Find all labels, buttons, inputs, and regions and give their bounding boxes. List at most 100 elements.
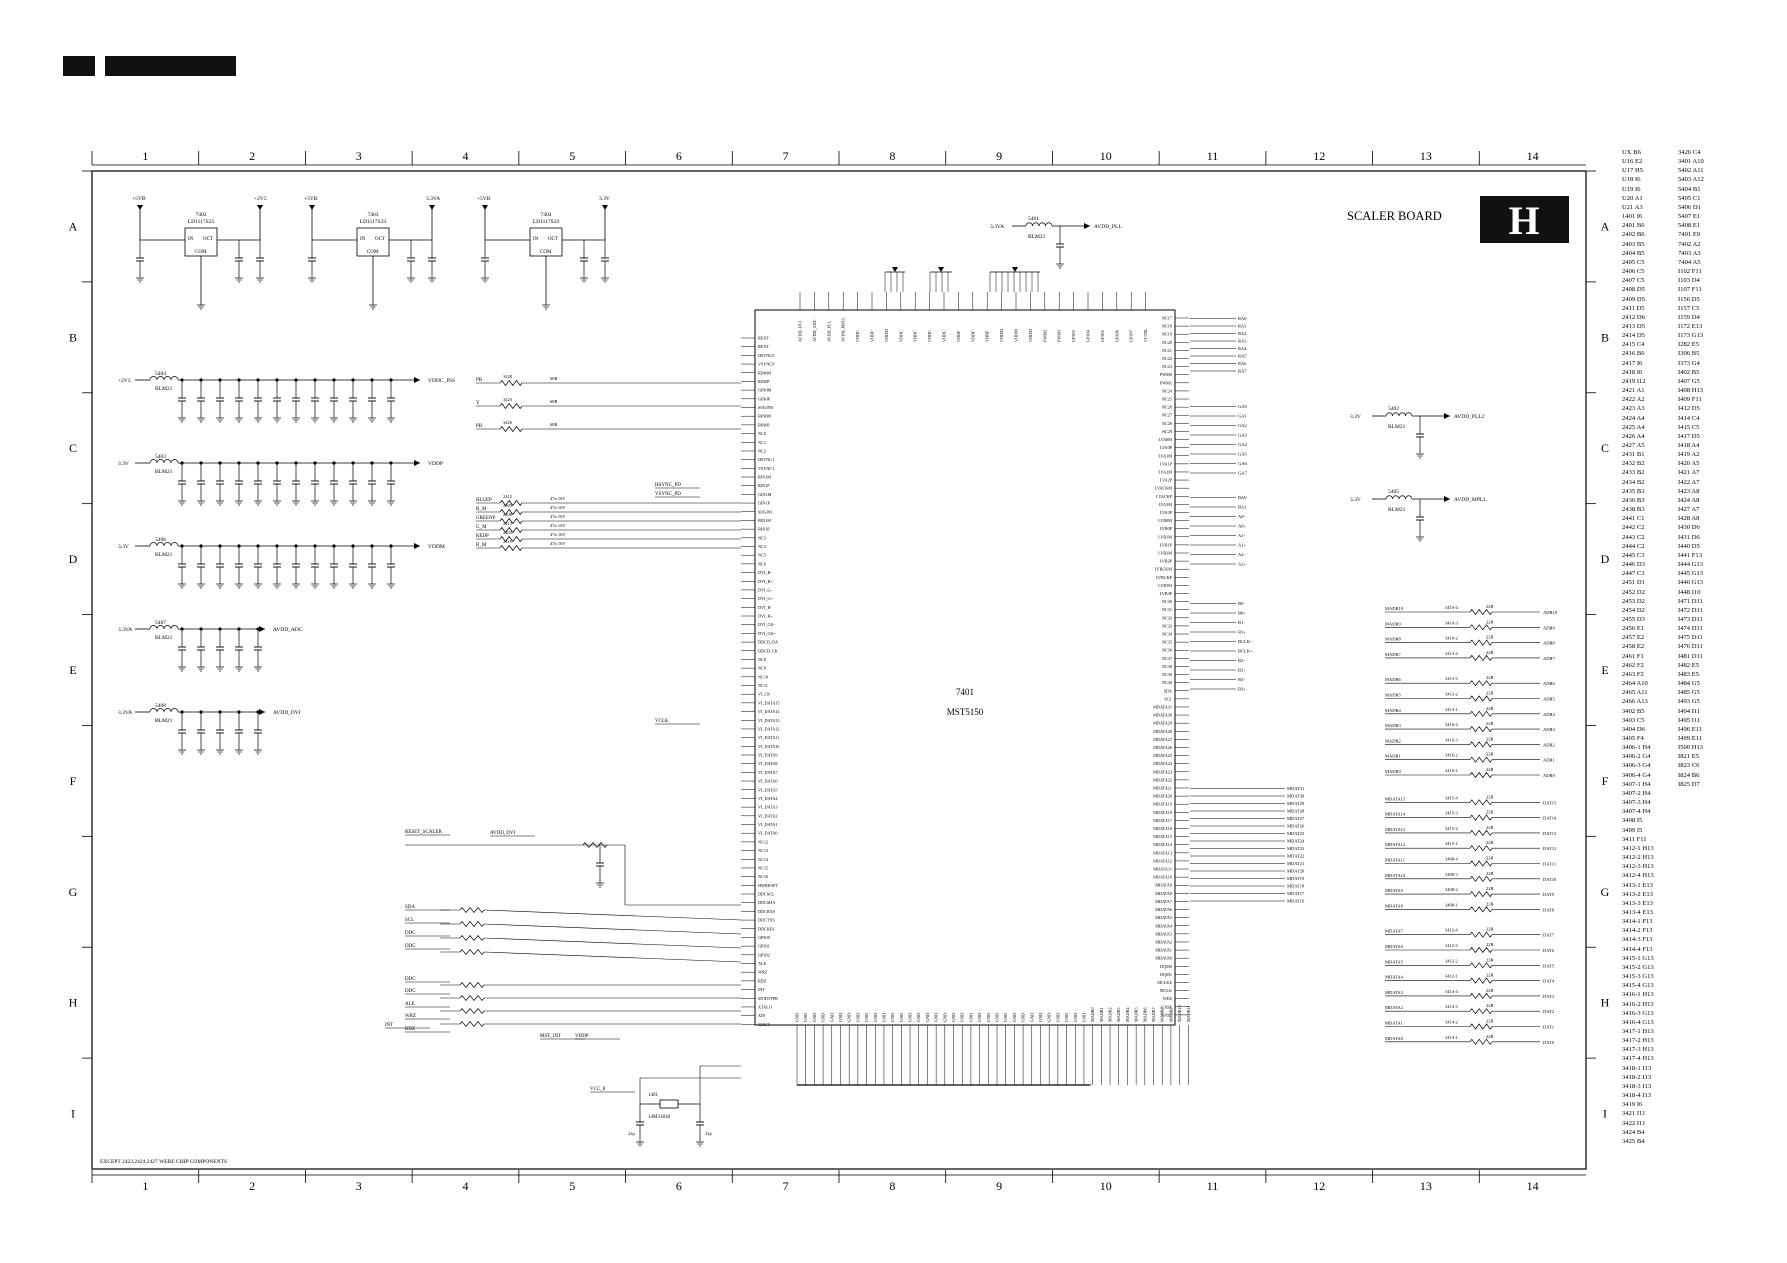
ic-right-pin: MDATA6 <box>1155 907 1172 912</box>
ic-right-pin: MDATA11 <box>1153 867 1172 872</box>
resistor <box>1469 624 1493 631</box>
ic-left-pin: SOGIN0 <box>758 405 773 410</box>
parts-index-entry: I475 D11 <box>1678 634 1703 642</box>
ic-bottom-pin: GND <box>1038 1013 1043 1022</box>
pll-dest-label: AVDD_PLL2 <box>1454 414 1485 420</box>
rpack-ref: 3416-2 <box>1445 753 1458 758</box>
pll-ref: 5405 <box>1388 489 1399 495</box>
ic-bottom-pin: GND <box>968 1013 973 1022</box>
lvds-net-label: RA3 <box>1238 339 1247 344</box>
grid-col-top: 1 <box>142 149 148 163</box>
ic-ref: 7401 <box>956 687 974 697</box>
rpack-value: 22R <box>1486 973 1494 978</box>
ic-left-pin: VI_DATA0 <box>758 831 777 836</box>
ic-bottom-pin: MADR4 <box>1125 1006 1130 1022</box>
ic-right-pin: LVACKM <box>1155 486 1172 491</box>
ic-top-pin: VDDM <box>999 329 1004 342</box>
parts-index-entry: I821 E5 <box>1678 753 1700 761</box>
ic-left-pin: HSYNC0 <box>758 353 774 358</box>
ic-right-pin: MDATA18 <box>1153 810 1172 815</box>
ic-left-pin: DVI_CK+ <box>758 631 776 636</box>
parts-index-entry: 3413-1 E13 <box>1622 881 1653 889</box>
resistor <box>1469 992 1493 999</box>
signal-label: RDZ <box>405 1027 415 1032</box>
ic-right-pin: MDATA13 <box>1153 850 1172 855</box>
ic-bottom-pin: GND <box>1055 1013 1060 1022</box>
parts-index-entry: I424 A8 <box>1678 496 1700 504</box>
parts-index-entry: I431 D6 <box>1678 533 1700 541</box>
ic-right-pin: MCLKE <box>1157 980 1172 985</box>
pll-src-label: 3.3V <box>1350 497 1361 503</box>
ic-top-pin: VDDM <box>1028 329 1033 342</box>
ic-left-pin: GIN0P <box>758 396 771 401</box>
parts-index-entry: I412 D5 <box>1678 405 1700 413</box>
supply-filters: +2V55404BLM21VDDC_INS3.3V5403BLM21VDDP3.… <box>118 216 1487 755</box>
ic-top-pin: GPIO7 <box>1129 330 1134 342</box>
ic-top-pin: VDDM <box>884 329 889 342</box>
signal-label: HSYNC_PD <box>655 483 681 488</box>
frame <box>91 170 1587 1170</box>
rpack-net-label: MDATA3 <box>1385 990 1404 995</box>
ic-right-pin: MDATA2 <box>1155 939 1172 944</box>
supply-out-label: 3.3V <box>599 196 610 202</box>
supply-dest-label: VDDM <box>428 544 445 550</box>
sdram-net-label: MDAT29 <box>1287 801 1305 806</box>
parts-index-entry: I485 G5 <box>1678 689 1700 697</box>
parts-index-entry: I482 E5 <box>1678 661 1700 669</box>
parts-index-entry: 3412-1 H13 <box>1622 844 1654 852</box>
ic-left-pin: DVI_G+ <box>758 596 774 601</box>
ic-right-pin: MDATA10 <box>1153 875 1172 880</box>
input-value: 47n 16V <box>550 514 566 519</box>
ic-left-pin: DDCSDA <box>758 900 775 905</box>
ic-top-pin: VDDP <box>985 330 990 342</box>
sdram-net-label: MDAT31 <box>1287 786 1304 791</box>
ic-right-pin: LVA1M <box>1159 453 1173 458</box>
ic-bottom-pin: GND <box>1029 1013 1034 1022</box>
parts-index-entry: 3414-3 F13 <box>1622 936 1653 944</box>
parts-index-entry: I496 E11 <box>1678 725 1703 733</box>
parts-index-entry: U17 H5 <box>1622 167 1644 175</box>
input-value: 47n 16V <box>550 532 566 537</box>
parts-index-entry: 2441 C1 <box>1622 515 1645 523</box>
ic-right-pin: DQM1 <box>1160 972 1172 977</box>
ic-left-pin: GPIO0 <box>758 935 770 940</box>
parts-index-entry: I103 D4 <box>1678 277 1700 285</box>
ic-bottom-pin: MADR8 <box>1160 1007 1165 1022</box>
regulator-pin: COM <box>540 250 552 255</box>
parts-index-entry: I415 C5 <box>1678 423 1700 431</box>
ic-left-pin: XTALO <box>758 1004 772 1009</box>
lvds-net-label: RA5 <box>1238 354 1247 359</box>
ic-right-pin: LVBCKM <box>1154 567 1172 572</box>
ic-left-pin: SOGIN1 <box>758 509 773 514</box>
arrow <box>892 267 898 272</box>
regulator-pin: COM <box>367 250 379 255</box>
lvds-net-label: RA4 <box>1238 346 1247 351</box>
ic-bottom-pin: GND <box>829 1013 834 1022</box>
parts-index-entry: 5404 B1 <box>1678 185 1701 193</box>
ic-left-pin: DVI_B+ <box>758 579 773 584</box>
parts-index-entry: 3403 C5 <box>1622 716 1645 724</box>
ic-right-pin: LVBCKP <box>1156 575 1173 580</box>
grid-row-right: A <box>1601 219 1610 233</box>
supply-out-label: 3.3VA <box>426 196 440 202</box>
resistor <box>1469 726 1493 733</box>
supply-in-label: +5VB <box>304 196 318 202</box>
rpack-ref: 3416-1 <box>1445 768 1458 773</box>
ic-bottom-pin: MADR0 <box>1090 1007 1095 1022</box>
ic-right-pin: MDATA9 <box>1155 883 1172 888</box>
ic-right-pin: NC29 <box>1162 429 1172 434</box>
parts-index-entry: I407 G5 <box>1678 377 1700 385</box>
parts-index-entry: 2462 F2 <box>1622 661 1644 669</box>
ic-top-pin: VDDC <box>898 330 903 342</box>
rpack-ref: 3412-1 <box>1445 974 1458 979</box>
parts-index-entry: U20 A1 <box>1622 194 1643 202</box>
parts-index-entry: 7404 A5 <box>1678 258 1701 266</box>
rpack-out-label: DAT10 <box>1543 877 1557 882</box>
parts-index-entry: I107 F11 <box>1678 286 1702 294</box>
scaler-ic: 7401MST5150REXTREXTHSYNC0VSYNC0RIN0MRIN0… <box>741 267 1305 1086</box>
board-letter: H <box>1508 198 1539 243</box>
rpack-ref: 3415-4 <box>1445 795 1458 800</box>
rpack-value: 22R <box>1486 691 1494 696</box>
ic-bottom-pin: GND <box>1021 1013 1026 1022</box>
arrow <box>1444 496 1450 502</box>
